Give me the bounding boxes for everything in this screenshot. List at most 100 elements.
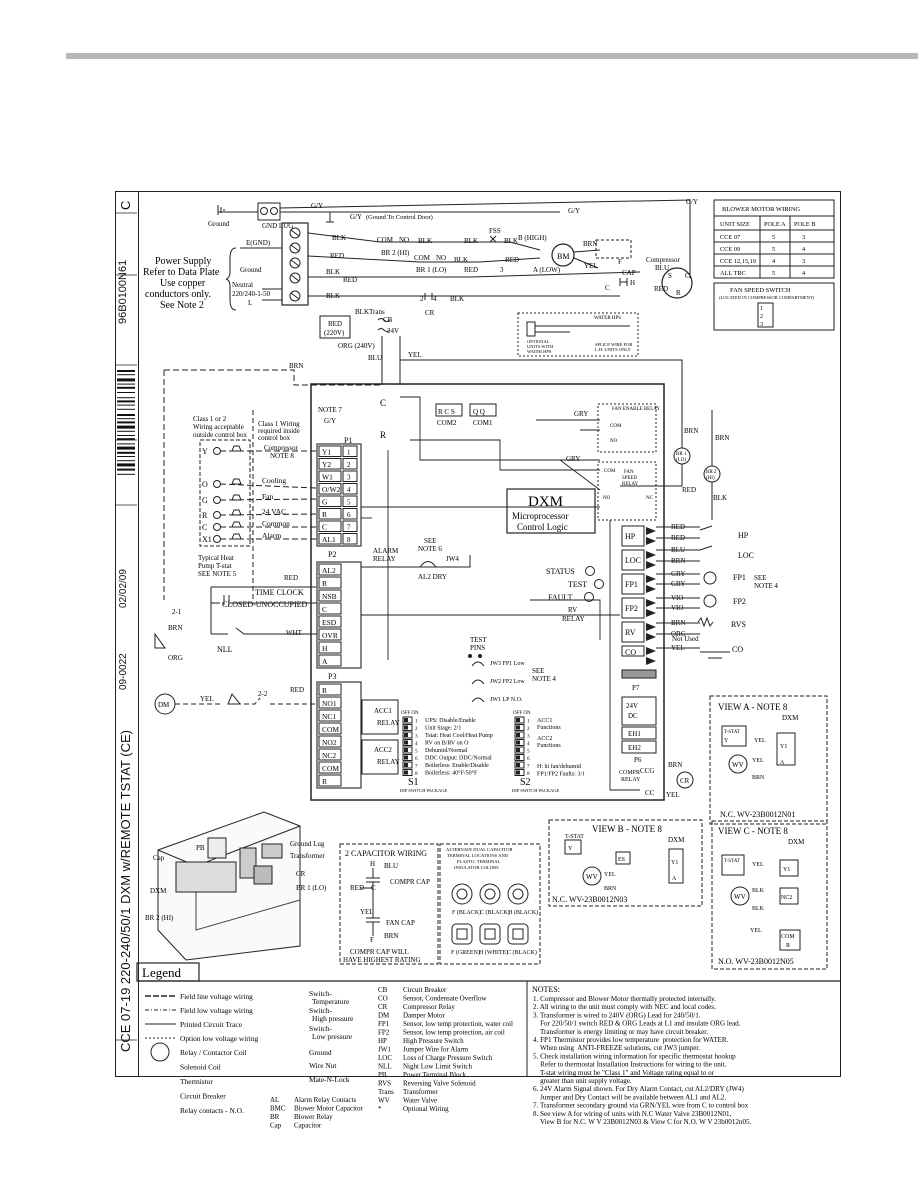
blk-label-4: BLK bbox=[504, 237, 518, 245]
barcode-bar bbox=[117, 400, 135, 403]
legend-code: DM bbox=[378, 1012, 390, 1020]
svg-text:BRN: BRN bbox=[384, 932, 398, 940]
svg-text:8: 8 bbox=[415, 771, 418, 777]
gnd-lug-label: GND LUG bbox=[262, 222, 293, 230]
capacitor-terminal-label: H (BLACK) bbox=[508, 909, 538, 916]
ground-lug-label: Ground Lug bbox=[290, 840, 325, 848]
pb-label: PB bbox=[196, 844, 205, 852]
v24-label: 24V bbox=[387, 327, 399, 335]
note-line: 7. Transformer secondary ground via GRN/… bbox=[533, 1102, 749, 1110]
blower-table-cell: ALL TRC bbox=[720, 270, 746, 277]
legend-code-desc: Damper Motor bbox=[403, 1012, 445, 1020]
legend-code-desc: Night Low Limit Switch bbox=[403, 1063, 473, 1071]
view-b-title: VIEW B - NOTE 8 bbox=[592, 824, 662, 834]
terminal-o-w2 bbox=[318, 483, 342, 495]
legend-code: FP2 bbox=[378, 1029, 390, 1037]
brn-label-left: BRN bbox=[168, 624, 182, 632]
yel-label-1: YEL bbox=[584, 262, 598, 270]
wiring-diagram-sheet: C 96B0100N61 09-0022 02/02/09 CCE 07-19 … bbox=[115, 191, 841, 1077]
terminal-label: OVR bbox=[322, 631, 338, 640]
alarm-relay-2: RELAY bbox=[373, 555, 396, 563]
svg-text:R C S: R C S bbox=[438, 408, 455, 416]
s2-option: FP1/FP2 Faults: 3/1 bbox=[537, 772, 585, 778]
br1-com: COM bbox=[414, 254, 431, 262]
svg-text:JW3 FP1 Low: JW3 FP1 Low bbox=[490, 661, 525, 667]
svg-text:1: 1 bbox=[760, 306, 763, 312]
terminal-c bbox=[318, 602, 342, 615]
svg-text:HAVE HIGHEST RATING: HAVE HIGHEST RATING bbox=[343, 956, 421, 964]
red-label-5: RED bbox=[654, 285, 668, 293]
blower-table-header: POLE A bbox=[764, 221, 786, 228]
brn-label-top: BRN bbox=[289, 362, 303, 370]
br2-no: NO bbox=[399, 236, 409, 244]
legend-code: CR bbox=[378, 1003, 388, 1011]
barcode-bar bbox=[117, 430, 135, 432]
svg-text:Y1: Y1 bbox=[780, 744, 787, 750]
s2-option: Functions bbox=[537, 725, 561, 731]
gnd-lug bbox=[257, 202, 281, 221]
svg-text:JW1 LP N.O.: JW1 LP N.O. bbox=[490, 697, 523, 703]
note-line: 1. Compressor and Blower Motor thermally… bbox=[533, 995, 716, 1003]
barcode-bar bbox=[117, 446, 135, 450]
terminal-h bbox=[318, 641, 342, 654]
terminal-label: NO2 bbox=[322, 738, 337, 747]
svg-text:DXM: DXM bbox=[668, 836, 685, 844]
svg-text:S: S bbox=[668, 272, 672, 280]
blk-label-8: BLK bbox=[450, 295, 464, 303]
not-used-label: Not Used bbox=[672, 635, 699, 643]
svg-text:NC2: NC2 bbox=[781, 895, 792, 901]
dm-label: DM bbox=[158, 701, 170, 709]
svg-text:C: C bbox=[380, 398, 386, 408]
svg-text:(HI): (HI) bbox=[706, 476, 715, 481]
svg-text:2 CAPACITOR WIRING: 2 CAPACITOR WIRING bbox=[345, 849, 427, 858]
s1-option: Unit Stage: 2/1 bbox=[425, 726, 461, 732]
blu-label-2: BLU bbox=[368, 354, 382, 362]
legend-title: Legend bbox=[142, 965, 181, 980]
terminal-y1 bbox=[318, 445, 342, 457]
svg-text:SEE: SEE bbox=[424, 537, 436, 545]
svg-text:NOTE 8: NOTE 8 bbox=[270, 452, 294, 460]
right-terminal-rv bbox=[621, 621, 645, 643]
unit-illustration: PB Cap Ground Lug Transformer CR BR 1 (L… bbox=[145, 811, 327, 961]
legend-switch-label: Ground bbox=[309, 1048, 332, 1057]
rv-relay-label: RELAY bbox=[562, 615, 585, 623]
dxm-sub1: Microprocessor bbox=[512, 511, 568, 521]
al2-dry: AL2 DRY bbox=[418, 573, 447, 581]
svg-text:3: 3 bbox=[415, 734, 418, 740]
terminal-number: 8 bbox=[347, 536, 351, 544]
f-label: F bbox=[618, 258, 622, 266]
power-terminal-block bbox=[281, 222, 309, 306]
terminal-screw bbox=[289, 227, 301, 239]
svg-text:4: 4 bbox=[527, 741, 530, 747]
tstat-function-label: Cooling bbox=[262, 476, 286, 485]
terminal-com bbox=[318, 722, 342, 735]
legend-switch-label: Wire Nut bbox=[309, 1061, 337, 1070]
right-terminal-loc bbox=[621, 549, 645, 571]
egnd-label: E(GND) bbox=[246, 239, 271, 247]
svg-text:7: 7 bbox=[527, 764, 530, 770]
terminal-screw bbox=[289, 257, 301, 269]
svg-text:BLK: BLK bbox=[713, 494, 727, 502]
ground-label: Ground bbox=[240, 266, 262, 274]
svg-text:R: R bbox=[786, 943, 790, 949]
svg-text:T-STAT: T-STAT bbox=[724, 859, 740, 864]
svg-text:1: 1 bbox=[415, 719, 418, 725]
s1-option: Tstat: Heat Cool/Heat Pump bbox=[425, 733, 493, 739]
legend-abbrev-code: Cap bbox=[270, 1122, 282, 1130]
svg-text:GRY: GRY bbox=[566, 455, 580, 463]
pin-3: 3 bbox=[500, 266, 504, 274]
optional-water-hps-box bbox=[517, 312, 639, 357]
blower-table-cell: CCE 09 bbox=[720, 246, 740, 253]
tstat-terminal-r: R bbox=[202, 511, 208, 520]
right-terminal-hp bbox=[621, 525, 645, 547]
terminal-r bbox=[318, 774, 342, 787]
blower-table-cell: 5 bbox=[772, 270, 775, 277]
pin-4: 4 bbox=[433, 295, 437, 303]
test-label: TEST bbox=[568, 580, 587, 589]
svg-text:24V: 24V bbox=[626, 702, 638, 710]
barcode-bar bbox=[117, 392, 135, 393]
legend-abbrev-code: BR bbox=[270, 1113, 280, 1121]
note-line: 8. See view A for wiring of units with N… bbox=[533, 1110, 732, 1118]
tstat-terminal-g: G bbox=[202, 496, 208, 505]
